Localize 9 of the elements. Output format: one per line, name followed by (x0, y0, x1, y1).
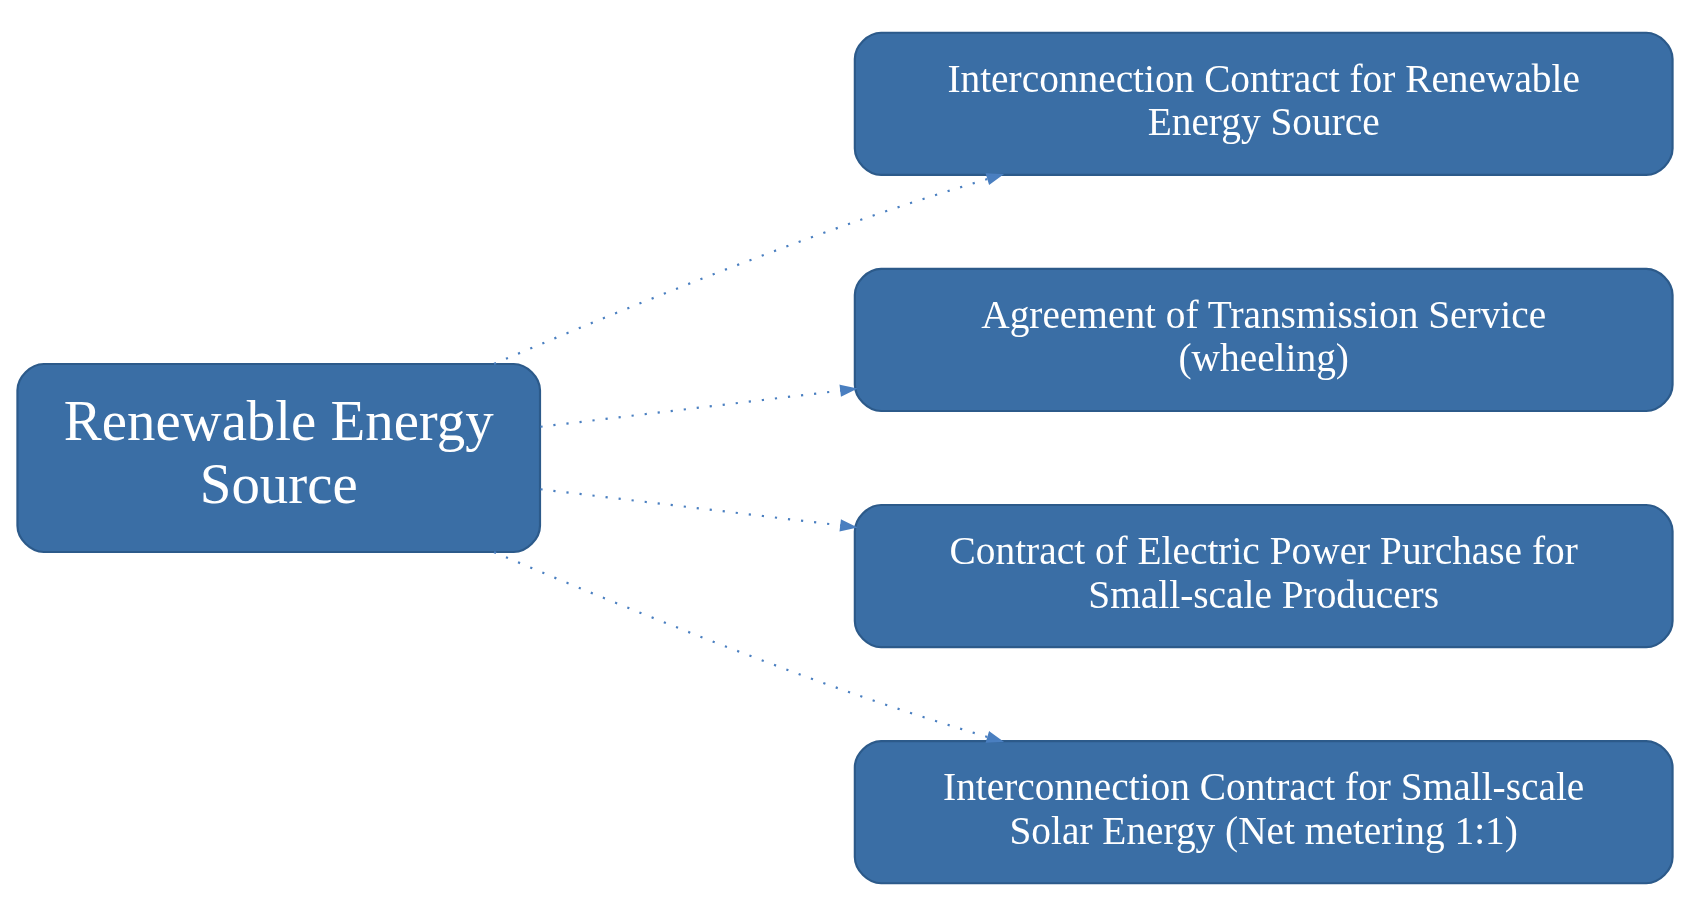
arrow (540, 384, 858, 428)
arrow (540, 488, 858, 532)
node-box: Renewable Energy Source (16, 362, 542, 554)
arrow (493, 173, 1005, 365)
node-box: Interconnection Contract for Small-scale Solar Energy (Net metering 1:1) (853, 740, 1674, 885)
node-box: Contract of Electric Power Purchase for Small-scale Producers (853, 503, 1674, 649)
arrow (493, 551, 1005, 743)
node-box: Interconnection Contract for Renewable Energy Source (853, 31, 1674, 176)
node-box: Agreement of Transmission Service (wheeling) (853, 267, 1674, 413)
